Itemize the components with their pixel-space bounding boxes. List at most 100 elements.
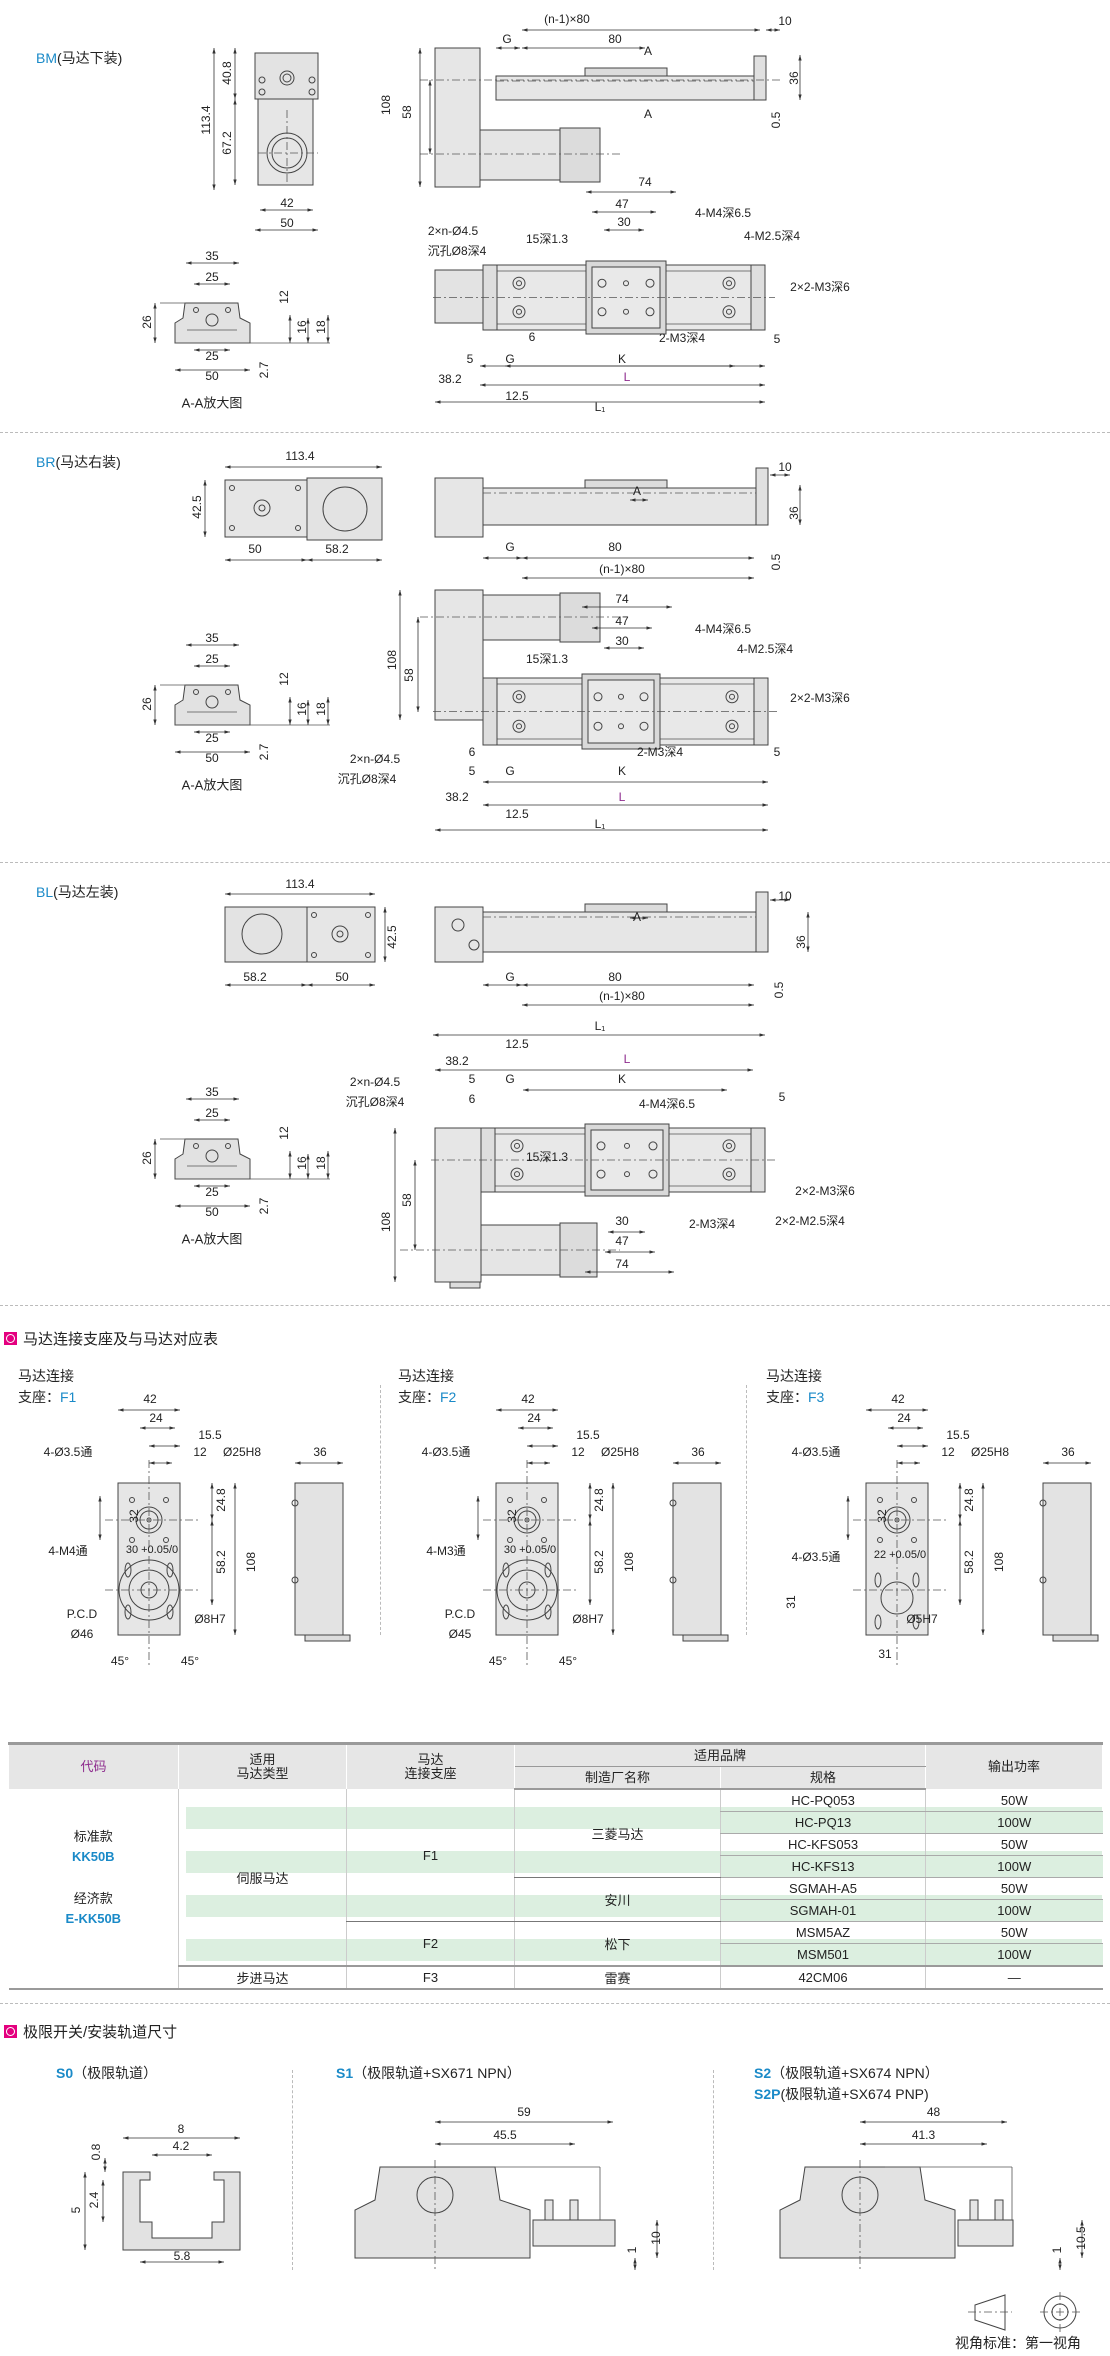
bolt-hole (229, 485, 235, 491)
dimension-label: 10 (778, 889, 792, 903)
header-brand: 适用品牌 (513, 1742, 927, 1767)
motor-flange (322, 486, 368, 532)
model-cell: MSM5AZ (719, 1921, 926, 1944)
dimension-label: 4-M4深6.5 (695, 622, 751, 636)
rail-cross-section (174, 1138, 251, 1180)
dimension-label: 50 (205, 1205, 219, 1219)
dimension-label: 2×2-M3深6 (790, 280, 850, 294)
dimension-label: L (624, 1052, 631, 1066)
first-angle-cone-icon (974, 2294, 1006, 2331)
maker-cell: 松下 (514, 1921, 721, 1966)
dimension-label: 24 (897, 1411, 911, 1425)
motor-type-cell: 步进马达 (178, 1965, 347, 1990)
m3-hole (623, 308, 629, 315)
dimension-label: 42 (521, 1392, 535, 1406)
dimension-label: 74 (615, 592, 629, 606)
dimension-label: 58 (400, 1193, 414, 1207)
dimension-label: 4-M4深6.5 (695, 206, 751, 220)
dimension-label: G (502, 32, 511, 46)
bolt-hole (311, 912, 317, 918)
center-hole (205, 313, 219, 327)
dimension-label: 50 (205, 369, 219, 383)
mount-title-line: 马达连接 (766, 1368, 822, 1384)
dimension-label: 42 (143, 1392, 157, 1406)
dimension-label: 58.2 (325, 542, 349, 556)
dimension-label: 36 (1061, 1445, 1075, 1459)
dimension-label: 22 +0.05/0 (874, 1549, 926, 1561)
hole (516, 280, 522, 287)
foot (1052, 1634, 1099, 1642)
model-cell: SGMAH-A5 (719, 1877, 926, 1900)
motor-end-top (306, 477, 383, 541)
divider (0, 862, 1110, 863)
section-label-bl: BL(马达左装) (36, 882, 118, 902)
counterbore-hole (512, 719, 526, 733)
counterbore-hole (722, 1167, 736, 1181)
dimension-label: L₁ (595, 1019, 606, 1033)
section-code: BR (36, 454, 56, 470)
dimension-label: 2×n-Ø4.5 (428, 224, 479, 238)
dimension-label: 25 (205, 652, 219, 666)
mount-f1-title: 马达连接 支座：F1 (18, 1366, 76, 1408)
bolt-hole (308, 76, 316, 84)
dimension-label: Ø25H8 (971, 1445, 1009, 1459)
dimension-label: 47 (615, 1234, 629, 1248)
code-std-label: 标准款 (73, 1828, 113, 1844)
dimension-label: Ø25H8 (223, 1445, 261, 1459)
dimension-label: 12.5 (505, 1037, 529, 1051)
dimension-label: 58.2 (592, 1550, 606, 1574)
dimension-label: G (505, 352, 514, 366)
m3-hole (618, 723, 624, 730)
counterbore-hole (722, 276, 736, 290)
shaft (258, 504, 266, 512)
sensor-tab (544, 2199, 554, 2221)
counterbore-hole (512, 276, 526, 290)
section-label-bm: BM(马达下装) (36, 48, 122, 68)
counterbore-hole (725, 719, 739, 733)
header-power: 输出功率 (925, 1742, 1104, 1789)
foot (304, 1634, 351, 1642)
m3-hole (624, 1171, 630, 1178)
separator (713, 2070, 714, 2270)
mount-plate-side (672, 1482, 722, 1636)
dimension-label: 42.5 (190, 495, 204, 519)
divider (0, 432, 1110, 433)
bolt-hole (225, 1143, 231, 1149)
dimension-label: 10 (778, 14, 792, 28)
m4-hole (648, 1141, 658, 1151)
slot-hole (874, 1572, 882, 1588)
m4-hole (593, 721, 603, 731)
end-plate-side (753, 55, 767, 101)
motor-type-cell: 伺服马达 (178, 1789, 347, 1966)
view-standard-label: 视角标准：第一视角 (955, 2335, 1081, 2351)
slot-hole (502, 1562, 510, 1578)
dimension-label: 2×n-Ø4.5 (350, 752, 401, 766)
dimension-label: 0.5 (769, 553, 783, 570)
dimension-label: 30 (615, 634, 629, 648)
mount-f2-title: 马达连接 支座：F2 (398, 1366, 456, 1408)
bolt-hole (258, 88, 266, 96)
option-code: S0 (56, 2065, 74, 2081)
dimension-label: 30 (617, 215, 631, 229)
s0-label: S0（极限轨道） (56, 2063, 157, 2083)
hole (516, 693, 522, 700)
dimension-label: 4-Ø3.5通 (422, 1445, 471, 1459)
model-cell: HC-PQ13 (719, 1811, 926, 1834)
through-hole (911, 1537, 917, 1543)
dimension-label: 18 (314, 320, 328, 334)
dimension-label: 10 (778, 460, 792, 474)
power-cell: 100W (925, 1855, 1103, 1878)
dimension-label: 12 (277, 672, 291, 686)
code-eco: E-KK50B (65, 1910, 122, 1926)
header-code: 代码 (8, 1742, 179, 1789)
dimension-label: 47 (615, 614, 629, 628)
dimension-label: 40.8 (220, 61, 234, 85)
mount-plate-side (1042, 1482, 1092, 1636)
limit-sensor (532, 2219, 616, 2247)
dimension-label: Ø8H7 (572, 1612, 604, 1626)
model-cell: MSM501 (719, 1943, 926, 1967)
dimension-label: 5.8 (174, 2249, 191, 2263)
m4-hole (639, 692, 649, 702)
dimension-label: 10.5 (1074, 2226, 1088, 2250)
